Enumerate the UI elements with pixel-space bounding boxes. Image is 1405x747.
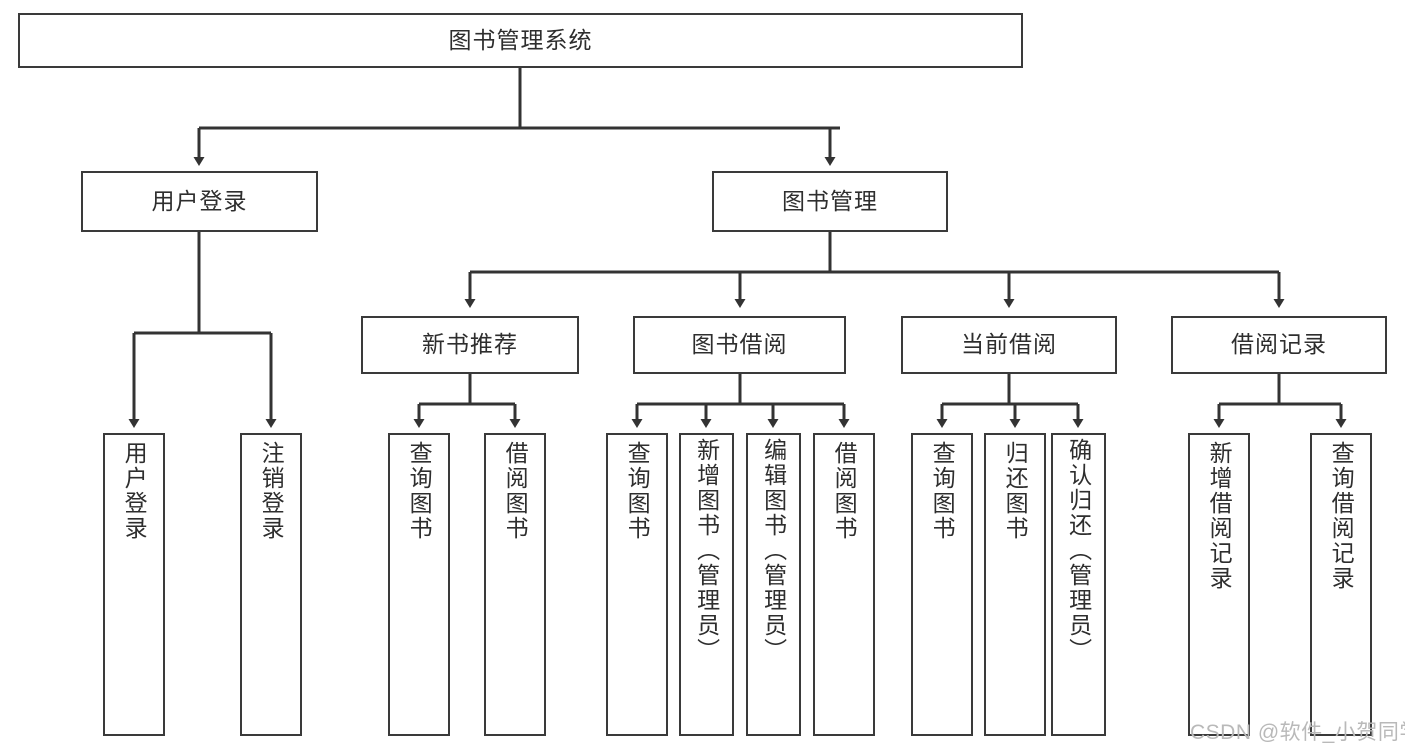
leaf-borrow-book-label: 借阅图书 [831,441,858,541]
node-book-borrow[interactable]: 图书借阅 [633,316,846,374]
leaf-query-book-borrow[interactable]: 查询图书 [606,433,668,736]
node-book-management[interactable]: 图书管理 [712,171,948,232]
leaf-query-book-recommend[interactable]: 查询图书 [388,433,450,736]
leaf-confirm-return-admin-label: 确认归还（管理员） [1065,438,1092,663]
leaf-borrow-book-recommend[interactable]: 借阅图书 [484,433,546,736]
node-new-book-recommend-label: 新书推荐 [422,331,518,358]
leaf-user-login[interactable]: 用户登录 [103,433,165,736]
leaf-return-book-label: 归还图书 [1002,441,1029,541]
node-book-borrow-label: 图书借阅 [691,331,788,358]
leaf-add-borrow-record[interactable]: 新增借阅记录 [1188,433,1250,736]
node-user-login[interactable]: 用户登录 [81,171,318,232]
leaf-query-book-borrow-label: 查询图书 [624,441,651,541]
leaf-query-borrow-record[interactable]: 查询借阅记录 [1310,433,1372,736]
node-borrow-record[interactable]: 借阅记录 [1171,316,1387,374]
leaf-borrow-book[interactable]: 借阅图书 [813,433,875,736]
leaf-user-logout-label: 注销登录 [258,441,285,541]
leaf-confirm-return-admin[interactable]: 确认归还（管理员） [1051,433,1106,736]
node-new-book-recommend[interactable]: 新书推荐 [361,316,579,374]
node-current-borrow[interactable]: 当前借阅 [901,316,1117,374]
csdn-watermark: CSDN @软件_小贺同学 [1190,721,1405,744]
leaf-query-book-current-label: 查询图书 [929,441,956,541]
node-book-management-label: 图书管理 [782,187,878,214]
node-root-label: 图书管理系统 [448,26,593,53]
leaf-user-logout[interactable]: 注销登录 [240,433,302,736]
leaf-return-book[interactable]: 归还图书 [984,433,1046,736]
leaf-add-book-admin-label: 新增图书（管理员） [693,438,720,663]
leaf-user-login-label: 用户登录 [121,441,148,541]
node-user-login-label: 用户登录 [151,187,248,214]
leaf-edit-book-admin[interactable]: 编辑图书（管理员） [746,433,801,736]
leaf-borrow-book-recommend-label: 借阅图书 [502,441,529,541]
leaf-add-borrow-record-label: 新增借阅记录 [1206,441,1233,591]
leaf-query-borrow-record-label: 查询借阅记录 [1328,441,1355,591]
leaf-add-book-admin[interactable]: 新增图书（管理员） [679,433,734,736]
node-root[interactable]: 图书管理系统 [18,13,1023,68]
leaf-edit-book-admin-label: 编辑图书（管理员） [760,438,787,663]
leaf-query-book-recommend-label: 查询图书 [406,441,433,541]
leaf-query-book-current[interactable]: 查询图书 [911,433,973,736]
node-current-borrow-label: 当前借阅 [961,331,1057,358]
node-borrow-record-label: 借阅记录 [1231,331,1327,358]
